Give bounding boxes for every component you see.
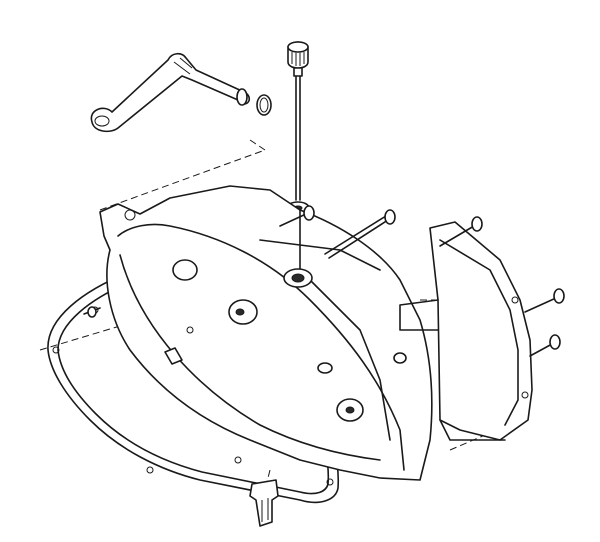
dipstick xyxy=(287,41,309,201)
kickstart-lever xyxy=(90,52,272,133)
screw xyxy=(524,288,565,313)
screws xyxy=(83,205,565,357)
screw xyxy=(279,205,315,227)
crankcase-cover xyxy=(99,185,433,481)
outer-cover-plate xyxy=(399,221,533,441)
screw xyxy=(439,216,483,247)
drain-plug xyxy=(249,479,279,527)
screw xyxy=(529,334,561,357)
screw xyxy=(83,306,101,318)
screw xyxy=(324,209,396,259)
